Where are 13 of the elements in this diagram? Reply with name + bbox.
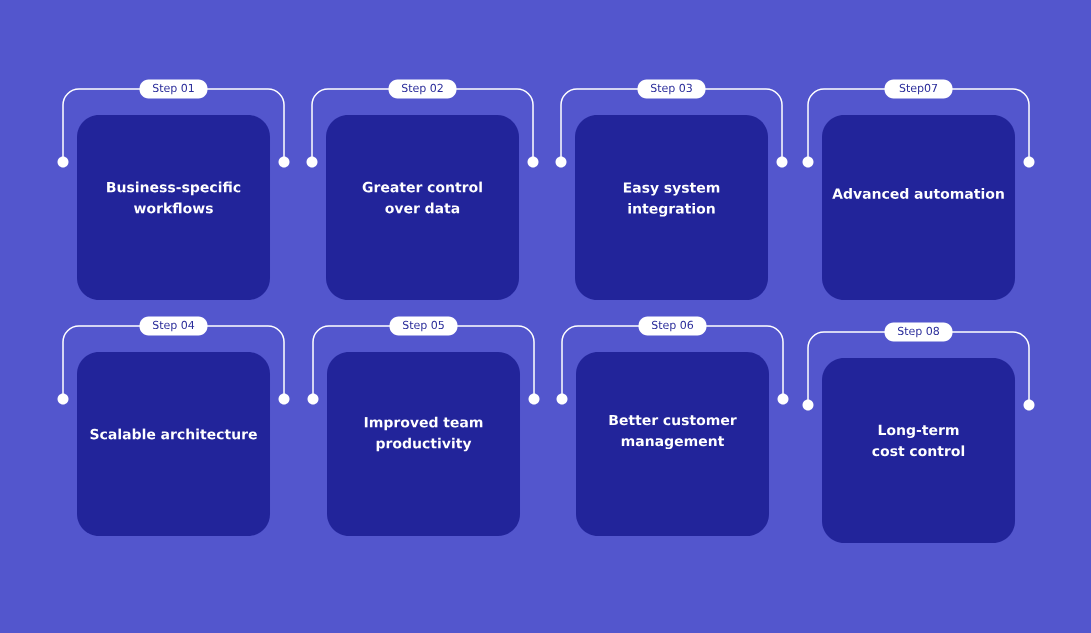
- card: Advanced automation: [822, 115, 1015, 300]
- card: Greater control over data: [326, 115, 519, 300]
- card: Long-term cost control: [822, 358, 1015, 543]
- step-badge: Step 03: [637, 79, 706, 99]
- card: Scalable architecture: [77, 352, 270, 536]
- step-badge: Step 02: [388, 79, 457, 99]
- step-badge: Step 01: [139, 79, 208, 99]
- card: Improved team productivity: [327, 352, 520, 536]
- step-badge: Step 08: [884, 322, 953, 342]
- step-badge: Step07: [884, 79, 953, 99]
- card: Better customer management: [576, 352, 769, 536]
- card: Business-specific workflows: [77, 115, 270, 300]
- card: Easy system integration: [575, 115, 768, 300]
